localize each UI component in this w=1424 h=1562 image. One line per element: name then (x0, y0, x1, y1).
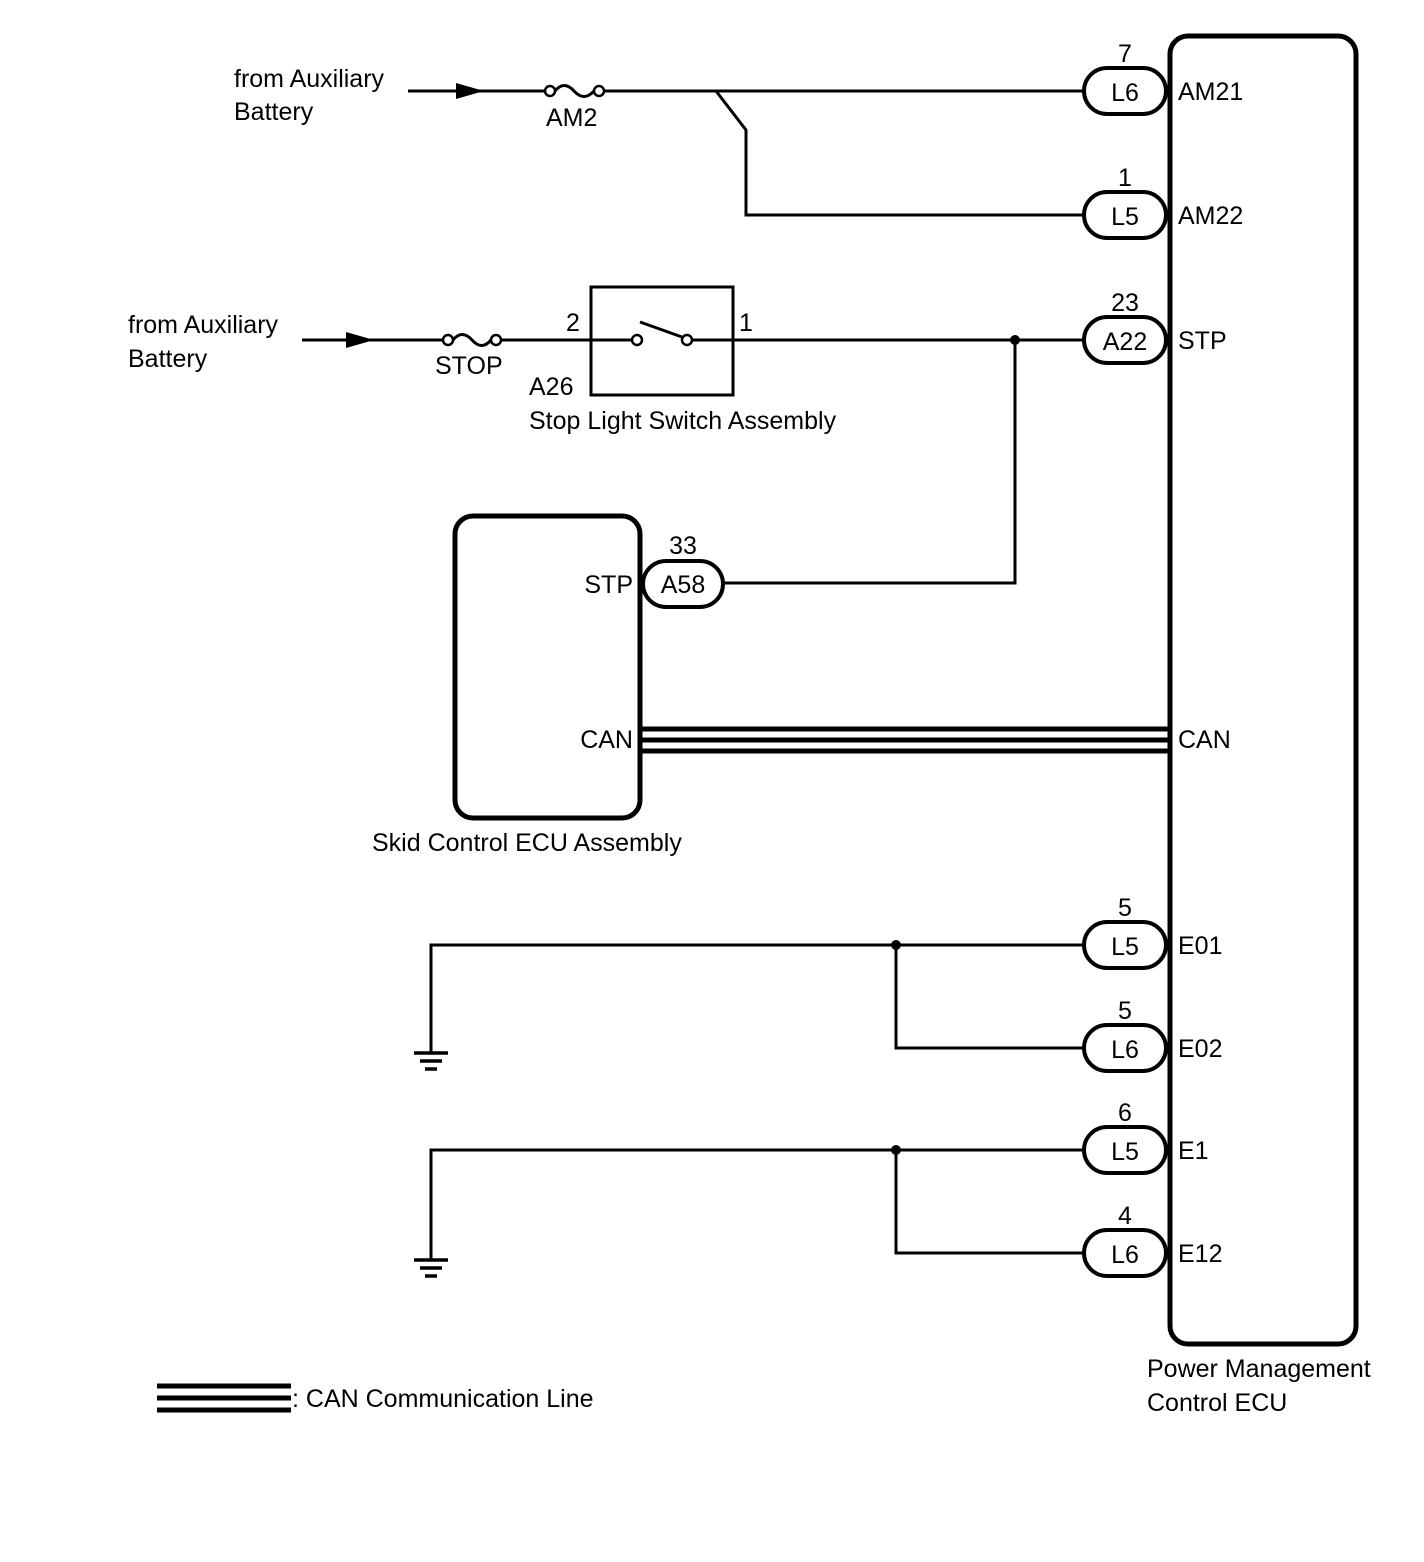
connector-label: L6 (1111, 1036, 1139, 1064)
skid-ecu-can-terminal: CAN (580, 726, 633, 754)
terminal-name: AM21 (1178, 78, 1243, 106)
arrow-icon (456, 83, 484, 99)
connector-a58 (641, 559, 725, 609)
battery-source-label: Battery (128, 345, 208, 373)
fuse-terminal (543, 84, 557, 98)
connector-shell (1082, 920, 1168, 970)
ground-icon (414, 1051, 448, 1071)
connector-pin-number: 5 (1118, 997, 1132, 1025)
wire (714, 90, 1086, 217)
connector-pin-number: 4 (1118, 1202, 1132, 1230)
battery-source-label: from Auxiliary (234, 65, 385, 93)
switch-contact (630, 333, 644, 347)
stop-switch-pin-out: 1 (739, 309, 753, 337)
connector-a58-label: A58 (661, 571, 705, 599)
wire (429, 943, 1086, 1053)
connector-shell (1082, 1125, 1168, 1175)
pmc-ecu-name-line2: Control ECU (1147, 1389, 1287, 1417)
connector-label: L5 (1111, 933, 1139, 961)
terminal-name: E12 (1178, 1240, 1222, 1268)
battery-source-label: from Auxiliary (128, 311, 279, 339)
fuse-stop-label: STOP (435, 352, 503, 380)
arrow-icon (346, 332, 374, 348)
fuse-stop-icon (451, 333, 493, 347)
switch-blade-icon (639, 320, 683, 339)
legend-can-line-icon (157, 1383, 291, 1413)
fuse-terminal (592, 84, 606, 98)
terminal-name: E02 (1178, 1035, 1222, 1063)
fuse-terminal (489, 333, 503, 347)
terminal-name: E1 (1178, 1137, 1209, 1165)
connector-pin-number: 23 (1111, 289, 1139, 317)
connector-pin-number: 1 (1118, 164, 1132, 192)
connector-label: L5 (1111, 203, 1139, 231)
fuse-terminal (441, 333, 455, 347)
legend-label: : CAN Communication Line (292, 1385, 594, 1413)
terminal-name: E01 (1178, 932, 1222, 960)
connector-shell (1082, 190, 1168, 240)
fuse-am2-icon (553, 84, 596, 98)
skid-ecu-stp-terminal: STP (584, 571, 633, 599)
pmc-ecu-terminals: L67AM21L51AM22A2223STPL55E01L65E02L56E1L… (1082, 40, 1243, 1278)
stop-switch-pin-in: 2 (566, 309, 580, 337)
connector-label: L6 (1111, 79, 1139, 107)
terminal-name: AM22 (1178, 202, 1243, 230)
fuse-am2-label: AM2 (546, 104, 597, 132)
battery-source-label: Battery (234, 98, 314, 126)
connector-a58-pin: 33 (669, 532, 697, 560)
stop-switch-code: A26 (529, 373, 573, 401)
switch-contact (680, 333, 694, 347)
connector-shell (1082, 1023, 1168, 1073)
ground-icon (414, 1258, 448, 1278)
stop-switch-name: Stop Light Switch Assembly (529, 407, 837, 435)
wire (894, 1150, 1086, 1255)
pmc-ecu-can-terminal: CAN (1178, 726, 1231, 754)
pmc-ecu-box (1167, 33, 1359, 1347)
skid-ecu-box (452, 513, 643, 821)
wire (894, 945, 1086, 1050)
connector-shell (1082, 1228, 1168, 1278)
pmc-ecu-name-line1: Power Management (1147, 1355, 1371, 1383)
wire (429, 1148, 1086, 1260)
connector-shell (1082, 315, 1168, 365)
can-line (640, 726, 1170, 754)
skid-ecu-name: Skid Control ECU Assembly (372, 829, 682, 857)
connector-pin-number: 5 (1118, 894, 1132, 922)
connector-pin-number: 6 (1118, 1099, 1132, 1127)
terminal-name: STP (1178, 327, 1227, 355)
connector-shell (1082, 66, 1168, 116)
connector-pin-number: 7 (1118, 40, 1132, 68)
wire (722, 340, 1017, 585)
connector-label: A22 (1103, 328, 1147, 356)
connector-label: L5 (1111, 1138, 1139, 1166)
connector-label: L6 (1111, 1241, 1139, 1269)
